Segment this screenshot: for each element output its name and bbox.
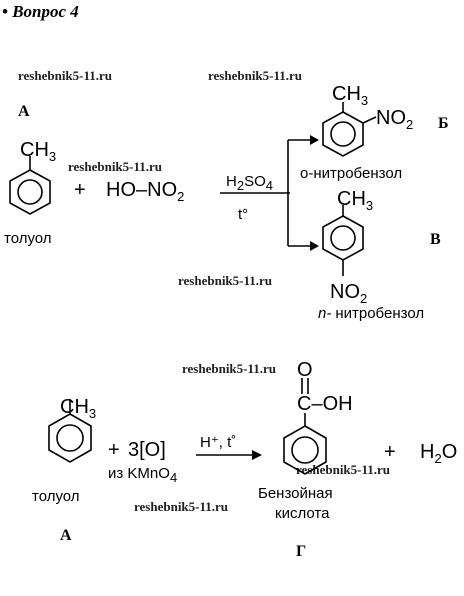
plus-sign-2: + (108, 439, 120, 461)
toluene-name: толуол (4, 230, 52, 247)
question-title: • Вопрос 4 (2, 2, 79, 21)
label-g: Г (296, 543, 306, 560)
label-b: Б (438, 115, 449, 132)
toluene-2-name: толуол (32, 488, 80, 505)
para-ch3: CH3 (337, 188, 373, 213)
benzoic-acid-name-2: кислота (275, 505, 330, 522)
toluene-ch3: CH3 (20, 139, 56, 164)
watermark: reshebnik5-11.ru (182, 361, 276, 376)
ortho-no2: NO2 (376, 107, 413, 132)
watermark: reshebnik5-11.ru (296, 462, 390, 477)
branch-arrows (287, 135, 319, 251)
nitric-acid: HO–NO2 (106, 179, 184, 204)
toluene-ring (9, 156, 51, 215)
condition-temperature: t° (238, 206, 248, 223)
label-a-2: А (60, 527, 72, 544)
plus-sign-3: + (384, 441, 396, 463)
benzoic-acid-ring (283, 378, 327, 475)
benzoic-acid-name-1: Бензойная (258, 485, 333, 502)
ortho-product-name: о-нитробензол (300, 165, 402, 182)
arrow-head-2 (252, 450, 262, 460)
catalyst-h2so4: H2SO4 (226, 173, 273, 193)
watermark: reshebnik5-11.ru (68, 159, 162, 174)
carboxyl-group: C–OH (297, 393, 353, 415)
label-a: А (18, 103, 30, 120)
toluene-2-ch3: CH3 (60, 396, 96, 421)
ortho-ch3: CH3 (332, 83, 368, 108)
oxidant-source: из KMnO4 (108, 465, 177, 485)
ortho-product-ring (322, 102, 377, 157)
watermark: reshebnik5-11.ru (134, 499, 228, 514)
toluene-ring-2 (48, 399, 92, 463)
plus-sign: + (74, 179, 86, 201)
watermark: reshebnik5-11.ru (208, 68, 302, 83)
carbonyl-oxygen: O (297, 359, 313, 381)
label-v: В (430, 231, 441, 248)
watermark: reshebnik5-11.ru (178, 273, 272, 288)
water: H2O (420, 441, 457, 466)
watermark: reshebnik5-11.ru (18, 68, 112, 83)
para-product-name: n-нитробензол (318, 305, 424, 322)
oxidant: 3[O] (128, 439, 166, 461)
para-no2: NO2 (330, 281, 367, 306)
para-product-ring (322, 205, 364, 276)
condition-2: H⁺, t˚ (200, 434, 236, 451)
